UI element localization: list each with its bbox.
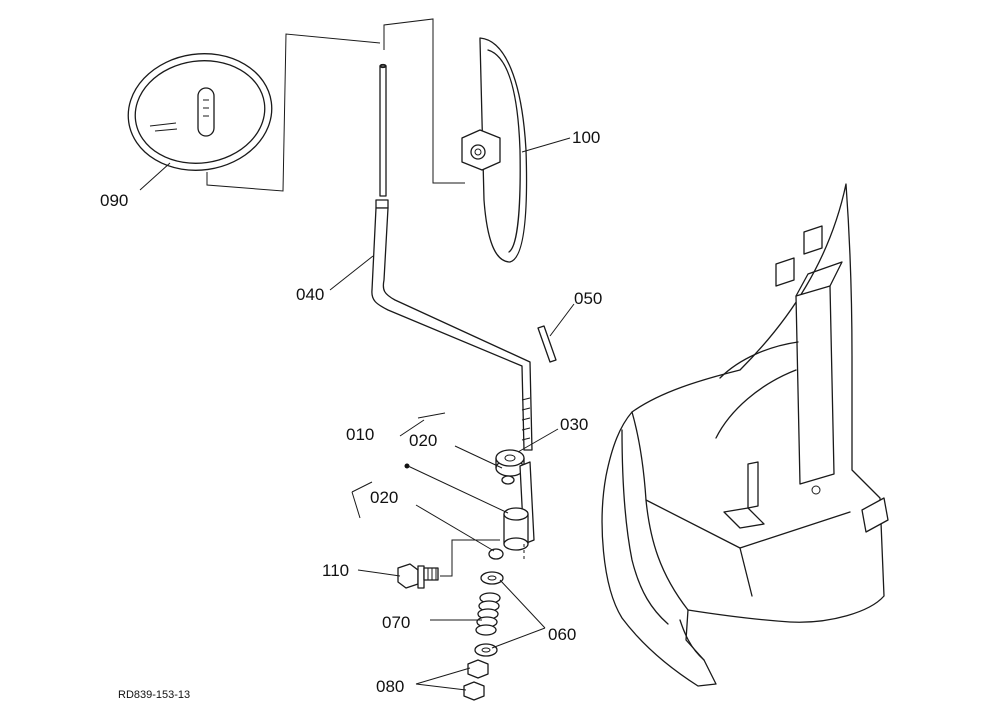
callout-030: 030 [560,415,588,434]
bushing-020 [488,548,504,560]
assembly-frame-lines [206,18,465,192]
callout-020-upper: 020 [409,431,437,450]
rect-mirror-100 [461,37,528,263]
callout-070: 070 [382,613,410,632]
nuts-080 [463,659,489,701]
mirror-stay-040 [371,63,533,451]
pin-050 [537,325,557,363]
bolt-110 [397,539,500,589]
callout-110: 110 [322,561,349,580]
reference-dot [404,463,410,469]
callout-060: 060 [548,625,576,644]
callout-100: 100 [572,128,600,147]
spring-070 [475,592,501,636]
drawing-code: RD839-153-13 [118,689,190,701]
callout-080: 080 [376,677,404,696]
fender-panel [601,183,889,687]
bracket-assembly-010 [501,461,535,560]
washer-060-lower [474,643,498,657]
callout-040: 040 [296,285,324,304]
callout-020-lower: 020 [370,488,398,507]
callout-090: 090 [100,191,128,210]
leader-lines [139,137,575,691]
round-mirror-090 [127,53,273,171]
callout-050: 050 [574,289,602,308]
group-bracket-010 [351,412,446,519]
washer-060-upper [480,571,504,585]
callout-010: 010 [346,425,374,444]
